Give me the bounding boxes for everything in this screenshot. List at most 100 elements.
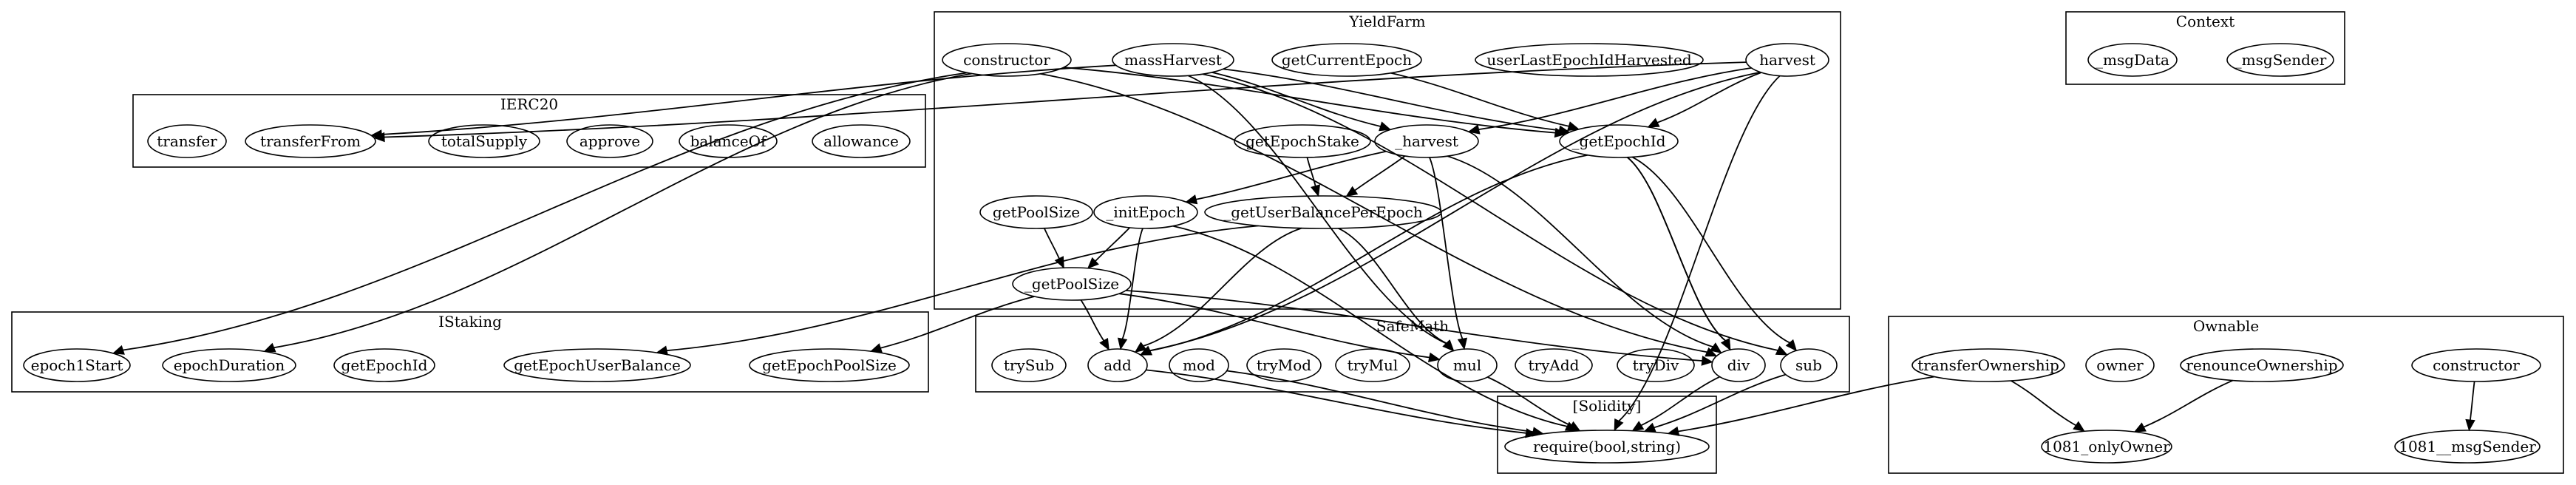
node-label: approve bbox=[580, 132, 640, 150]
node-stk-get-epoch-user-balance[interactable]: getEpochUserBalance bbox=[503, 348, 691, 382]
edge-arrowhead bbox=[1087, 257, 1099, 269]
node-erc-transfer-from[interactable]: transferFrom bbox=[245, 124, 376, 158]
node-sm-try-add[interactable]: tryAdd bbox=[1515, 348, 1593, 382]
node-stk-epoch-duration[interactable]: epochDuration bbox=[162, 348, 296, 382]
node-sm-mod[interactable]: mod bbox=[1169, 348, 1229, 382]
node-ellipse bbox=[679, 124, 778, 158]
node-yf-get-pool-size[interactable]: getPoolSize bbox=[979, 195, 1093, 229]
node-ctx-msg-data[interactable]: _msgData bbox=[2087, 43, 2178, 77]
node-yf-get-epoch-stake[interactable]: getEpochStake bbox=[1234, 124, 1371, 158]
node-ellipse bbox=[1112, 43, 1234, 77]
cluster-label: IERC20 bbox=[500, 95, 558, 113]
node-erc-total-supply[interactable]: totalSupply bbox=[428, 124, 540, 158]
edge-yf-get-user-balance-per-epoch-to-sm-mul bbox=[1338, 227, 1447, 345]
edge-yf-mass-harvest-to-sm-sub bbox=[1202, 73, 1778, 351]
node-ellipse bbox=[1335, 348, 1410, 382]
node-label: transferFrom bbox=[260, 132, 361, 150]
node-label: 1081__msgSender bbox=[2399, 438, 2536, 455]
node-sm-sub[interactable]: sub bbox=[1780, 348, 1838, 382]
edge-arrowhead bbox=[1568, 421, 1581, 432]
node-erc-approve[interactable]: approve bbox=[566, 124, 653, 158]
node-ellipse bbox=[2041, 430, 2172, 464]
node-yf-constructor[interactable]: constructor bbox=[942, 43, 1072, 77]
node-yf-harvest[interactable]: harvest bbox=[1745, 43, 1829, 77]
node-label: add bbox=[1104, 356, 1132, 374]
node-ellipse bbox=[503, 348, 691, 382]
node-yf-get-pool-size[interactable]: _getPoolSize bbox=[1012, 267, 1132, 301]
node-stk-get-epoch-pool-size[interactable]: getEpochPoolSize bbox=[749, 348, 910, 382]
node-label: _getUserBalancePerEpoch bbox=[1223, 203, 1423, 221]
node-ellipse bbox=[245, 124, 376, 158]
node-ellipse bbox=[1246, 348, 1322, 382]
node-stk-epoch1start[interactable]: epoch1Start bbox=[23, 348, 131, 382]
edge-arrowhead bbox=[2073, 421, 2085, 433]
cluster-frame bbox=[1888, 316, 2564, 474]
node-label: div bbox=[1727, 356, 1750, 374]
node-label: sub bbox=[1795, 356, 1822, 374]
node-label: getCurrentEpoch bbox=[1282, 51, 1412, 69]
node-label: mul bbox=[1453, 356, 1481, 374]
edge-yf-get-current-epoch-to-yf-get-epoch-id bbox=[1390, 72, 1569, 127]
node-ellipse bbox=[2087, 43, 2178, 77]
node-yf-get-epoch-id[interactable]: _getEpochId bbox=[1559, 124, 1679, 158]
node-yf-init-epoch[interactable]: _initEpoch bbox=[1093, 195, 1198, 229]
node-label: _msgSender bbox=[2235, 51, 2327, 69]
node-sol-require[interactable]: require(bool,string) bbox=[1504, 430, 1710, 464]
cluster-label: YieldFarm bbox=[1348, 13, 1425, 30]
node-yf-get-current-epoch[interactable]: getCurrentEpoch bbox=[1271, 43, 1422, 77]
node-stk-get-epoch-id[interactable]: getEpochId bbox=[333, 348, 435, 382]
node-yf-harvest[interactable]: _harvest bbox=[1374, 124, 1479, 158]
node-erc-allowance[interactable]: allowance bbox=[812, 124, 911, 158]
edge-yf-constructor-to-stk-epoch-duration bbox=[273, 72, 973, 349]
edge-yf-get-pool-size-to-sm-div bbox=[1126, 290, 1702, 362]
edge-yf-get-user-balance-per-epoch-to-stk-get-epoch-user-balance bbox=[667, 225, 1259, 352]
node-ellipse bbox=[1012, 267, 1132, 301]
edge-yf-get-pool-size-to-stk-get-epoch-pool-size bbox=[880, 296, 1035, 349]
node-yf-user-last-epoch-id-harvested[interactable]: userLastEpochIdHarvested bbox=[1475, 43, 1704, 77]
edge-yf-harvest-to-yf-harvest bbox=[1478, 67, 1752, 130]
node-label: constructor bbox=[963, 51, 1050, 69]
edge-yf-init-epoch-to-yf-get-pool-size bbox=[1095, 227, 1131, 262]
node-sm-try-sub[interactable]: trySub bbox=[991, 348, 1067, 382]
node-erc-balance-of[interactable]: balanceOf bbox=[679, 124, 778, 158]
node-own-msg-sender[interactable]: 1081__msgSender bbox=[2394, 430, 2541, 464]
edge-arrowhead bbox=[1134, 342, 1147, 353]
node-label: tryDiv bbox=[1633, 356, 1679, 374]
node-own-transfer-ownership[interactable]: transferOwnership bbox=[1911, 348, 2065, 382]
node-ellipse bbox=[23, 348, 131, 382]
nodes-layer: constructor massHarvest getCurrentEpoch use… bbox=[23, 43, 2541, 464]
cluster-frame bbox=[132, 94, 926, 168]
node-own-owner[interactable]: owner bbox=[2085, 348, 2155, 382]
edge-arrowhead bbox=[1467, 124, 1481, 135]
node-label: getEpochStake bbox=[1245, 132, 1359, 150]
node-ctx-msg-sender[interactable]: _msgSender bbox=[2226, 43, 2334, 77]
node-sm-mul[interactable]: mul bbox=[1437, 348, 1498, 382]
node-sm-div[interactable]: div bbox=[1711, 348, 1766, 382]
node-yf-get-user-balance-per-epoch[interactable]: _getUserBalancePerEpoch bbox=[1204, 195, 1442, 229]
node-sm-add[interactable]: add bbox=[1087, 348, 1148, 382]
node-own-constructor[interactable]: constructor bbox=[2411, 348, 2541, 382]
node-sm-try-mod[interactable]: tryMod bbox=[1246, 348, 1322, 382]
node-own-only-owner[interactable]: 1081_onlyOwner bbox=[2041, 430, 2172, 464]
edges-layer bbox=[112, 61, 2475, 438]
node-sm-try-mul[interactable]: tryMul bbox=[1335, 348, 1410, 382]
edge-arrowhead bbox=[263, 342, 276, 353]
node-sm-try-div[interactable]: tryDiv bbox=[1617, 348, 1695, 382]
edge-arrowhead bbox=[1457, 337, 1468, 350]
edge-yf-constructor-to-sm-div bbox=[1039, 72, 1707, 353]
node-label: massHarvest bbox=[1124, 51, 1222, 69]
node-label: _msgData bbox=[2096, 51, 2169, 69]
edge-yf-get-pool-size-to-yf-get-pool-size bbox=[1043, 228, 1060, 260]
node-yf-mass-harvest[interactable]: massHarvest bbox=[1112, 43, 1234, 77]
edge-arrowhead bbox=[1139, 346, 1153, 356]
edge-sm-div-to-sol-require bbox=[1641, 376, 1721, 427]
node-ellipse bbox=[1093, 195, 1198, 229]
node-ellipse bbox=[979, 195, 1093, 229]
node-ellipse bbox=[812, 124, 911, 158]
node-ellipse bbox=[1271, 43, 1422, 77]
node-own-renounce-ownership[interactable]: renounceOwnership bbox=[2180, 348, 2344, 382]
node-label: getEpochUserBalance bbox=[514, 356, 681, 374]
node-erc-transfer[interactable]: transfer bbox=[147, 124, 227, 158]
node-label: tryMod bbox=[1257, 356, 1311, 374]
node-ellipse bbox=[2411, 348, 2541, 382]
